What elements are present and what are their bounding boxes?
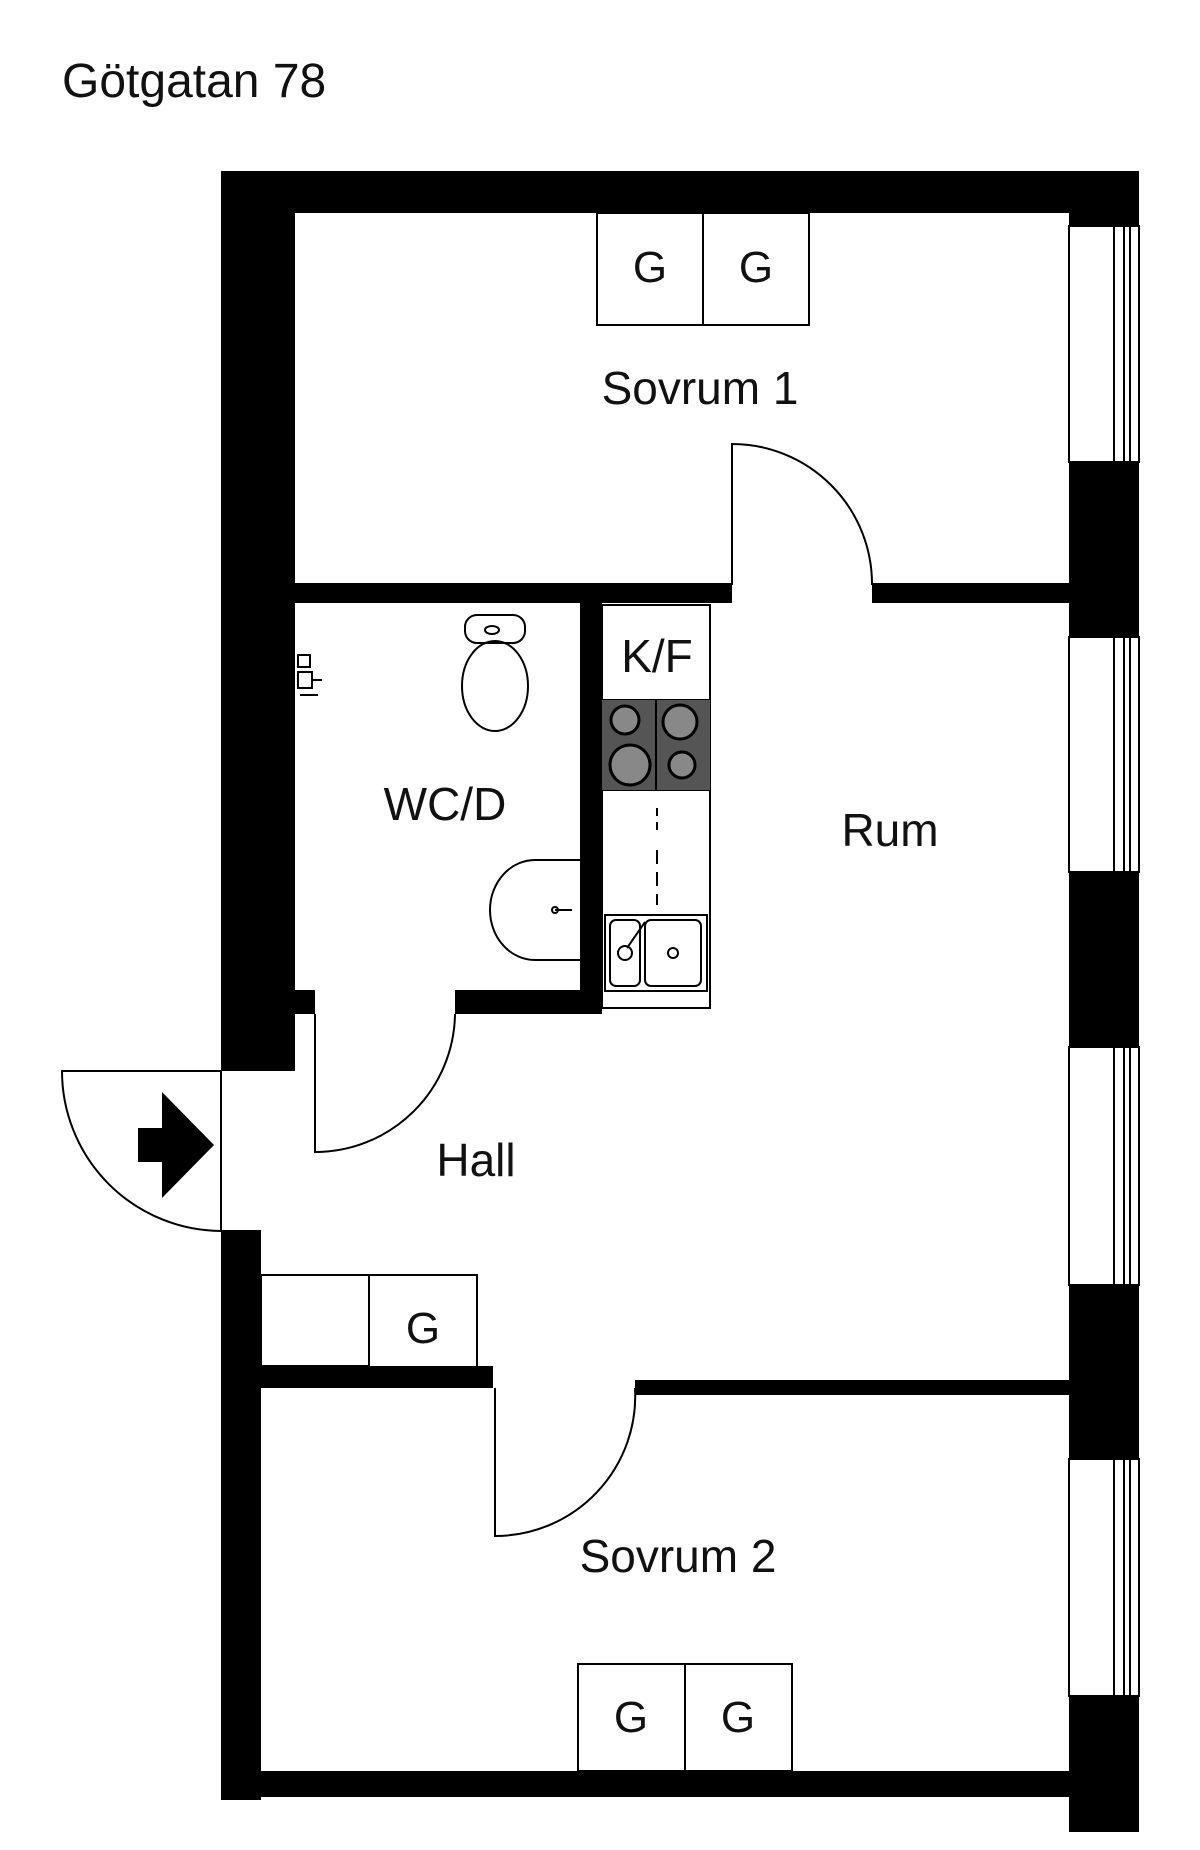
hob-icon bbox=[602, 700, 710, 790]
kitchen-sink-icon bbox=[604, 914, 708, 992]
wardrobe-bedroom-1-b bbox=[702, 212, 810, 326]
walls bbox=[221, 171, 1139, 1832]
doors bbox=[60, 442, 874, 1538]
wardrobe-label: G bbox=[633, 243, 667, 292]
window-bedroom-1 bbox=[1068, 225, 1140, 463]
entrance-arrow-icon bbox=[138, 1092, 214, 1198]
room-label-kitchen: K/F bbox=[621, 630, 693, 682]
window-bedroom-2 bbox=[1068, 1458, 1140, 1697]
door-bedroom-2 bbox=[494, 1387, 637, 1538]
wardrobe-label: G bbox=[406, 1304, 440, 1353]
wardrobe-label: G bbox=[721, 1693, 755, 1742]
room-label-bedroom-2: Sovrum 2 bbox=[580, 1530, 777, 1582]
shower-icon bbox=[297, 654, 322, 696]
door-bathroom bbox=[314, 1013, 456, 1154]
wardrobe-hall bbox=[368, 1274, 478, 1383]
wardrobe-label: G bbox=[614, 1693, 648, 1742]
room-label-bathroom: WC/D bbox=[384, 778, 507, 830]
toilet-icon bbox=[461, 614, 529, 732]
door-entrance bbox=[60, 1070, 222, 1233]
window-room-lower bbox=[1068, 1046, 1140, 1286]
wardrobe-label: G bbox=[739, 243, 773, 292]
washbasin-icon bbox=[489, 859, 580, 961]
room-label-hall: Hall bbox=[436, 1134, 515, 1186]
door-bedroom-1 bbox=[731, 442, 874, 586]
page-title: Götgatan 78 bbox=[62, 55, 327, 108]
room-label-bedroom-1: Sovrum 1 bbox=[602, 362, 799, 414]
room-label-living-room: Rum bbox=[841, 804, 938, 856]
window-room-upper bbox=[1068, 636, 1140, 873]
wardrobe-hall-empty bbox=[260, 1274, 370, 1367]
windows bbox=[1068, 225, 1140, 1697]
wardrobe-bedroom-2-b bbox=[684, 1663, 793, 1772]
